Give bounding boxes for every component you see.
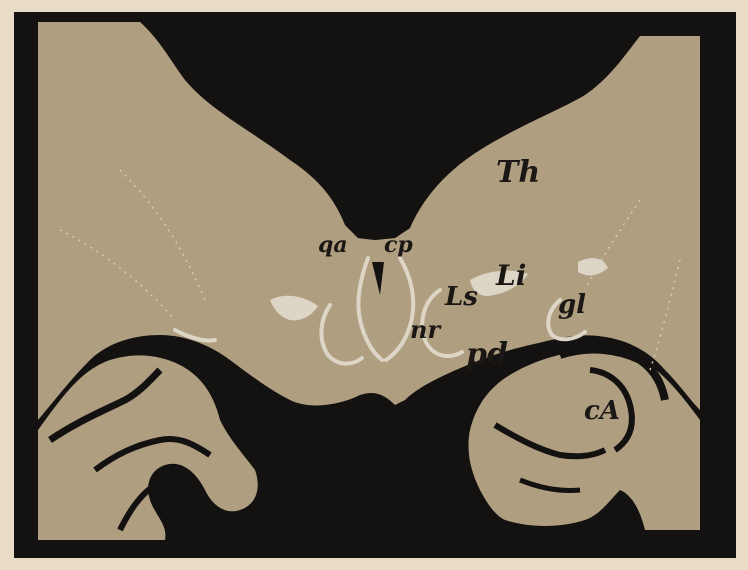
label-th: Th (496, 158, 540, 188)
label-qa: qa (318, 234, 348, 256)
label-gl: gl (558, 292, 586, 318)
label-li: Li (496, 262, 526, 290)
label-ca: cA (584, 398, 620, 424)
label-nr: nr (410, 318, 440, 342)
label-ls: Ls (445, 284, 478, 310)
label-cp: cp (384, 234, 413, 256)
label-pd: pd (466, 340, 508, 370)
